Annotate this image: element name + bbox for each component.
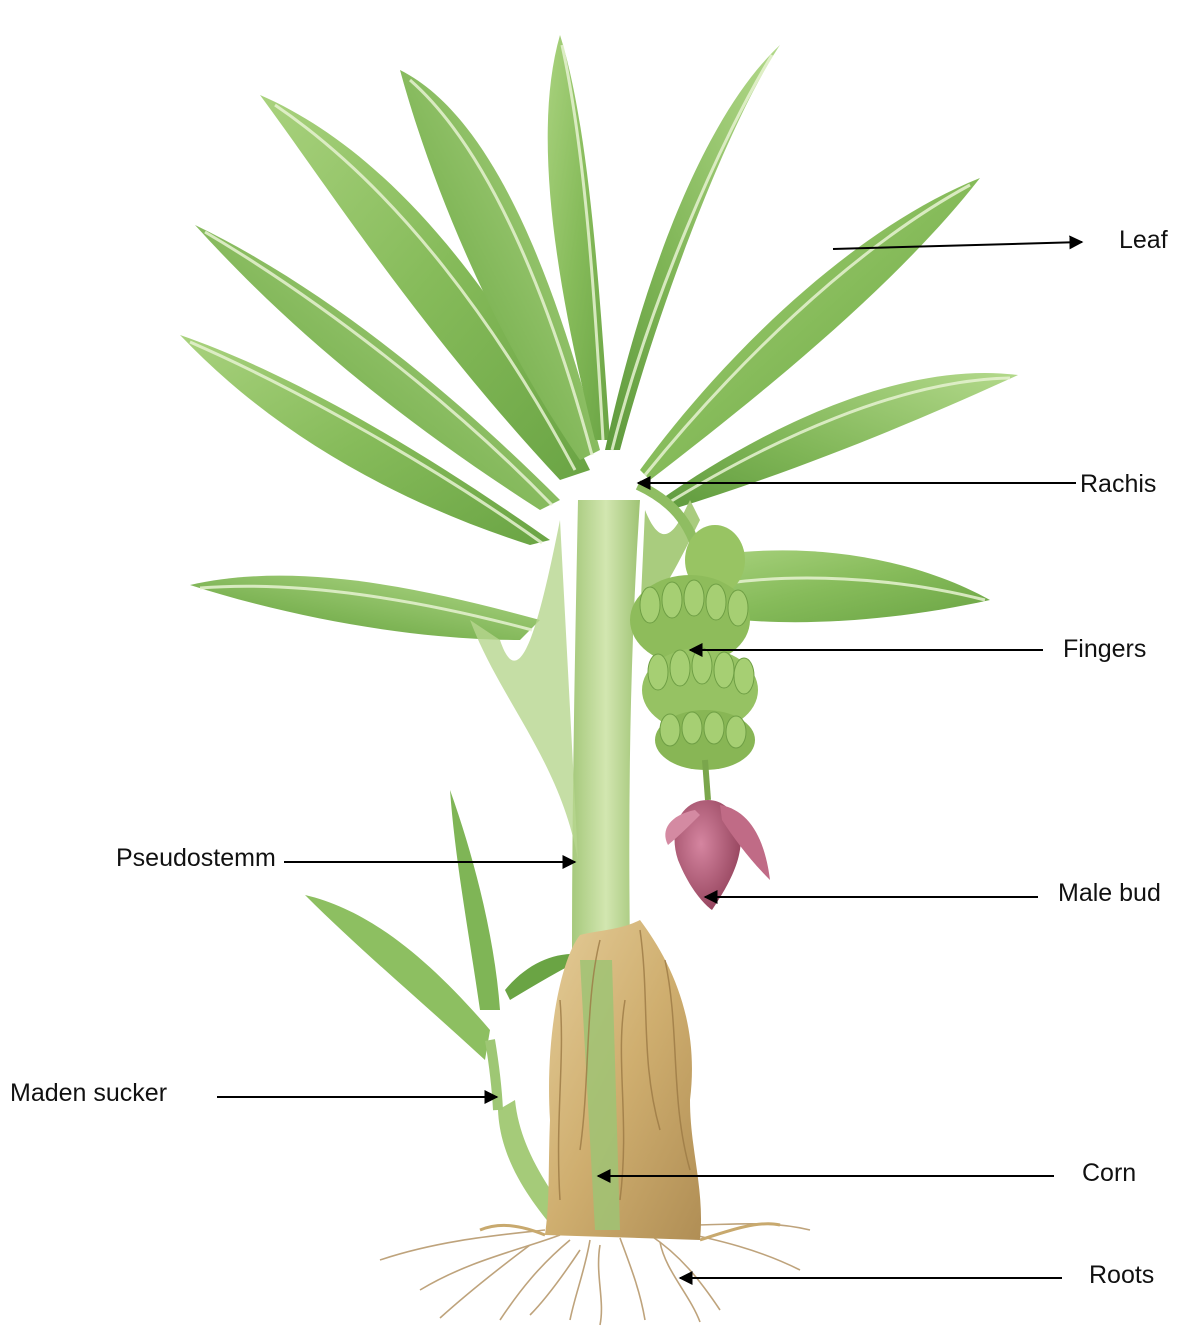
leaf-arrow — [833, 242, 1082, 249]
label-corn: Corn — [1082, 1161, 1136, 1186]
label-pseudostem: Pseudostemm — [116, 846, 276, 871]
label-rachis: Rachis — [1080, 472, 1156, 497]
label-male-bud: Male bud — [1058, 881, 1161, 906]
label-fingers: Fingers — [1063, 637, 1146, 662]
label-maden-sucker: Maden sucker — [10, 1081, 167, 1106]
label-roots: Roots — [1089, 1263, 1154, 1288]
label-leaf: Leaf — [1119, 228, 1168, 253]
